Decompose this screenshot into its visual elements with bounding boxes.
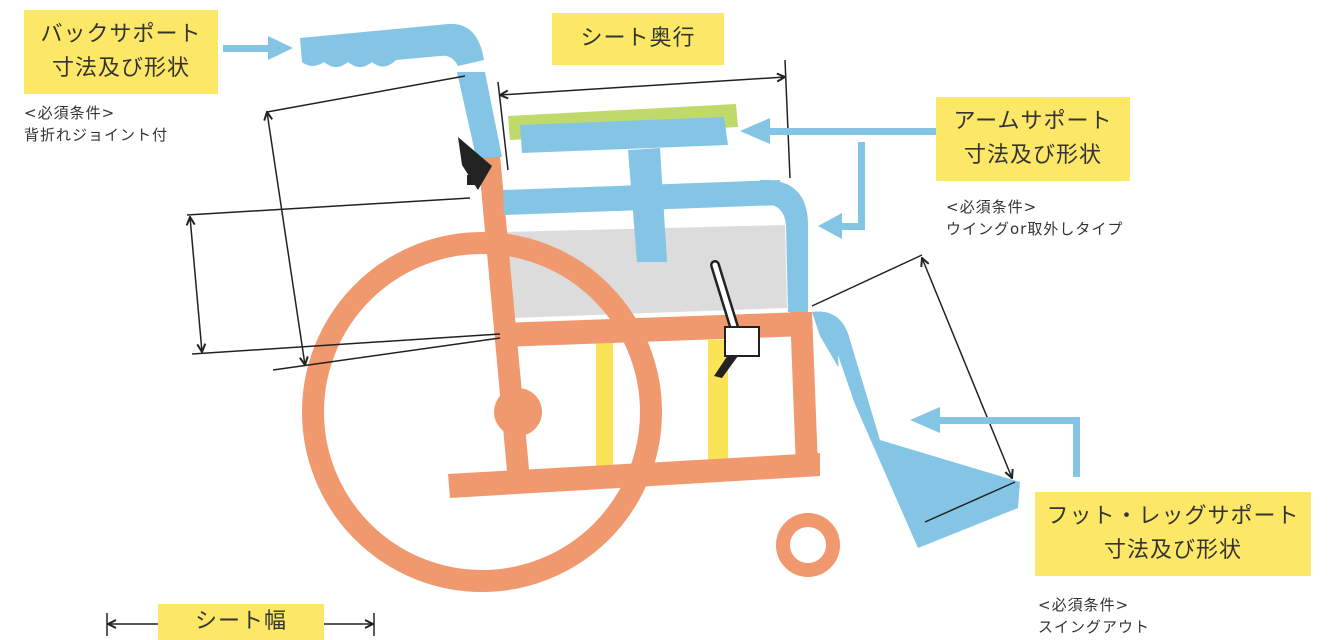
footrest-leg [812, 311, 1020, 548]
back-support-label: バックサポート 寸法及び形状 [24, 10, 218, 94]
footrest-cutout [838, 355, 870, 461]
brake-foot [714, 355, 738, 378]
arm-support-label-line1: アームサポート [953, 109, 1113, 134]
front-caster [776, 513, 840, 577]
pointer-arrows [223, 36, 1080, 477]
arm-support-note-line2: ウイングor取外しタイプ [946, 220, 1124, 238]
foot-leg-support-label-line1: フット・レッグサポート [1046, 504, 1300, 529]
foot-leg-support-note-line1: <必須条件> [1038, 596, 1130, 614]
cross-strut-left [596, 340, 613, 466]
armrest-pad [520, 117, 728, 153]
seat-width-label-text: シート幅 [194, 609, 287, 634]
rear-wheel [302, 232, 662, 592]
seat-sling [505, 225, 787, 318]
back-support-note-line2: 背折れジョイント付 [24, 126, 169, 144]
foot-leg-support-note: <必須条件> スイングアウト [1038, 594, 1150, 638]
back-support-note-line1: <必須条件> [24, 104, 116, 122]
back-support-label-line2: 寸法及び形状 [51, 56, 190, 81]
dimension-lines [106, 59, 1016, 636]
armrest-bar-top [503, 180, 782, 215]
brake-box [724, 326, 760, 357]
foot-leg-support-label-line2: 寸法及び形状 [1103, 538, 1242, 563]
arm-support-note: <必須条件> ウイングor取外しタイプ [946, 196, 1123, 240]
brake-lever-inner [712, 262, 738, 333]
back-joint [458, 137, 492, 190]
back-support-post [457, 72, 502, 157]
arm-support-label-line2: 寸法及び形状 [963, 143, 1102, 168]
seat-depth-label: シート奥行 [552, 13, 724, 65]
push-handle [300, 23, 484, 67]
back-joint-cap [467, 175, 479, 185]
seat-width-label: シート幅 [158, 604, 324, 640]
arm-support-note-line1: <必須条件> [946, 198, 1038, 216]
armrest-front-curve [760, 179, 808, 312]
foot-leg-support-label: フット・レッグサポート 寸法及び形状 [1035, 492, 1311, 576]
back-support-label-line1: バックサポート [40, 22, 202, 47]
back-support-note: <必須条件> 背折れジョイント付 [24, 102, 168, 146]
cross-strut-right [708, 340, 728, 460]
arm-support-label: アームサポート 寸法及び形状 [936, 97, 1130, 181]
foot-leg-support-note-line2: スイングアウト [1038, 618, 1151, 636]
seat-depth-label-text: シート奥行 [580, 26, 696, 51]
